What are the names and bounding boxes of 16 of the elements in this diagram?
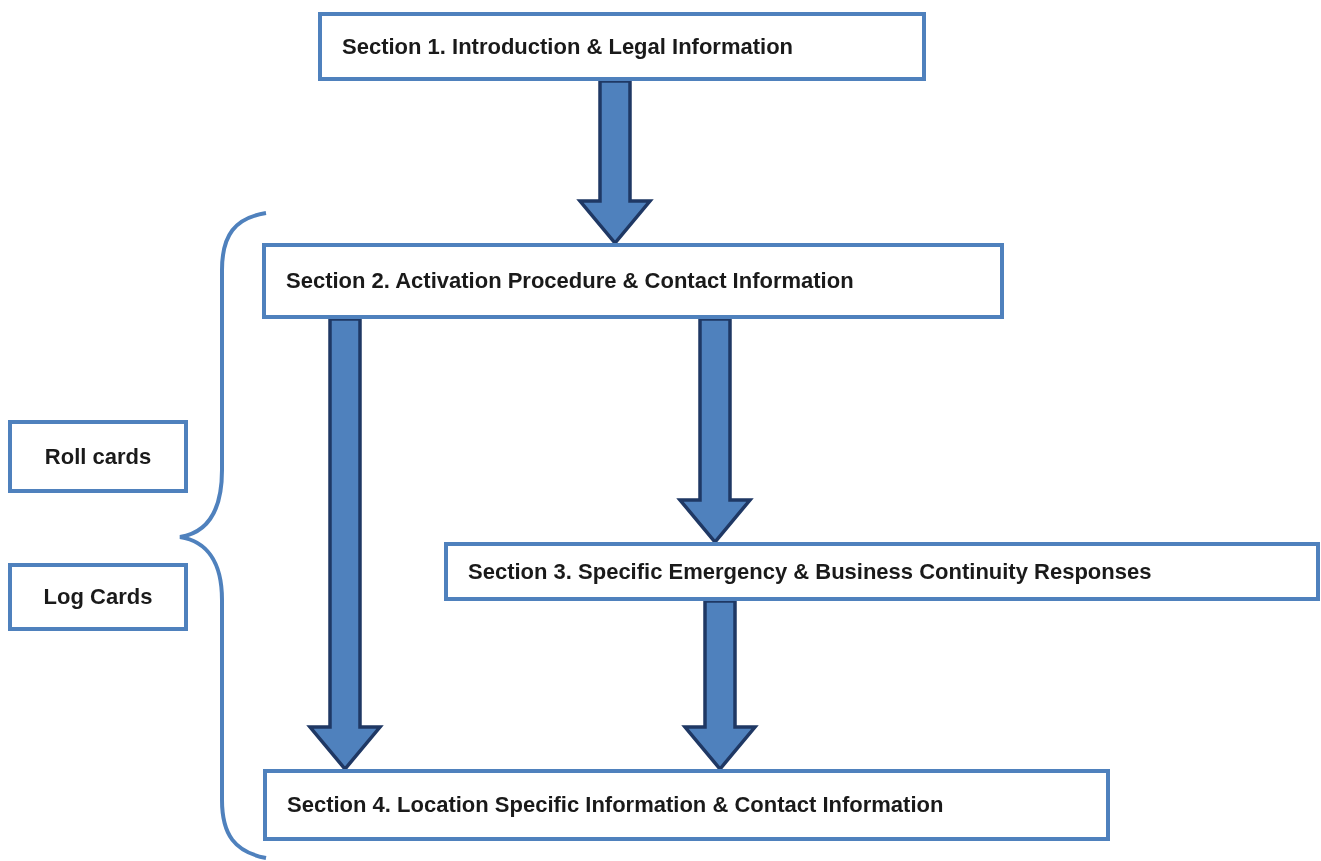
section-box [262,243,1004,319]
section-box [8,420,188,493]
box-label: Roll cards [44,443,152,470]
box-label: Section 2. Activation Procedure & Contact Information [286,268,854,294]
block-arrow [676,317,754,545]
box-label: Section 4. Location Specific Information & Contact Information [287,792,944,818]
block-arrow [681,599,759,772]
box-label: Log Cards [43,584,153,610]
box-label: Section 1. Introduction & Legal Information [342,33,793,60]
block-arrow [576,79,654,246]
section-box [8,563,188,631]
section-box [263,769,1110,841]
box-label: Section 3. Specific Emergency & Business Continuity Responses [468,558,1152,585]
section-box [444,542,1320,601]
section-box [318,12,926,81]
block-arrow [306,317,384,772]
